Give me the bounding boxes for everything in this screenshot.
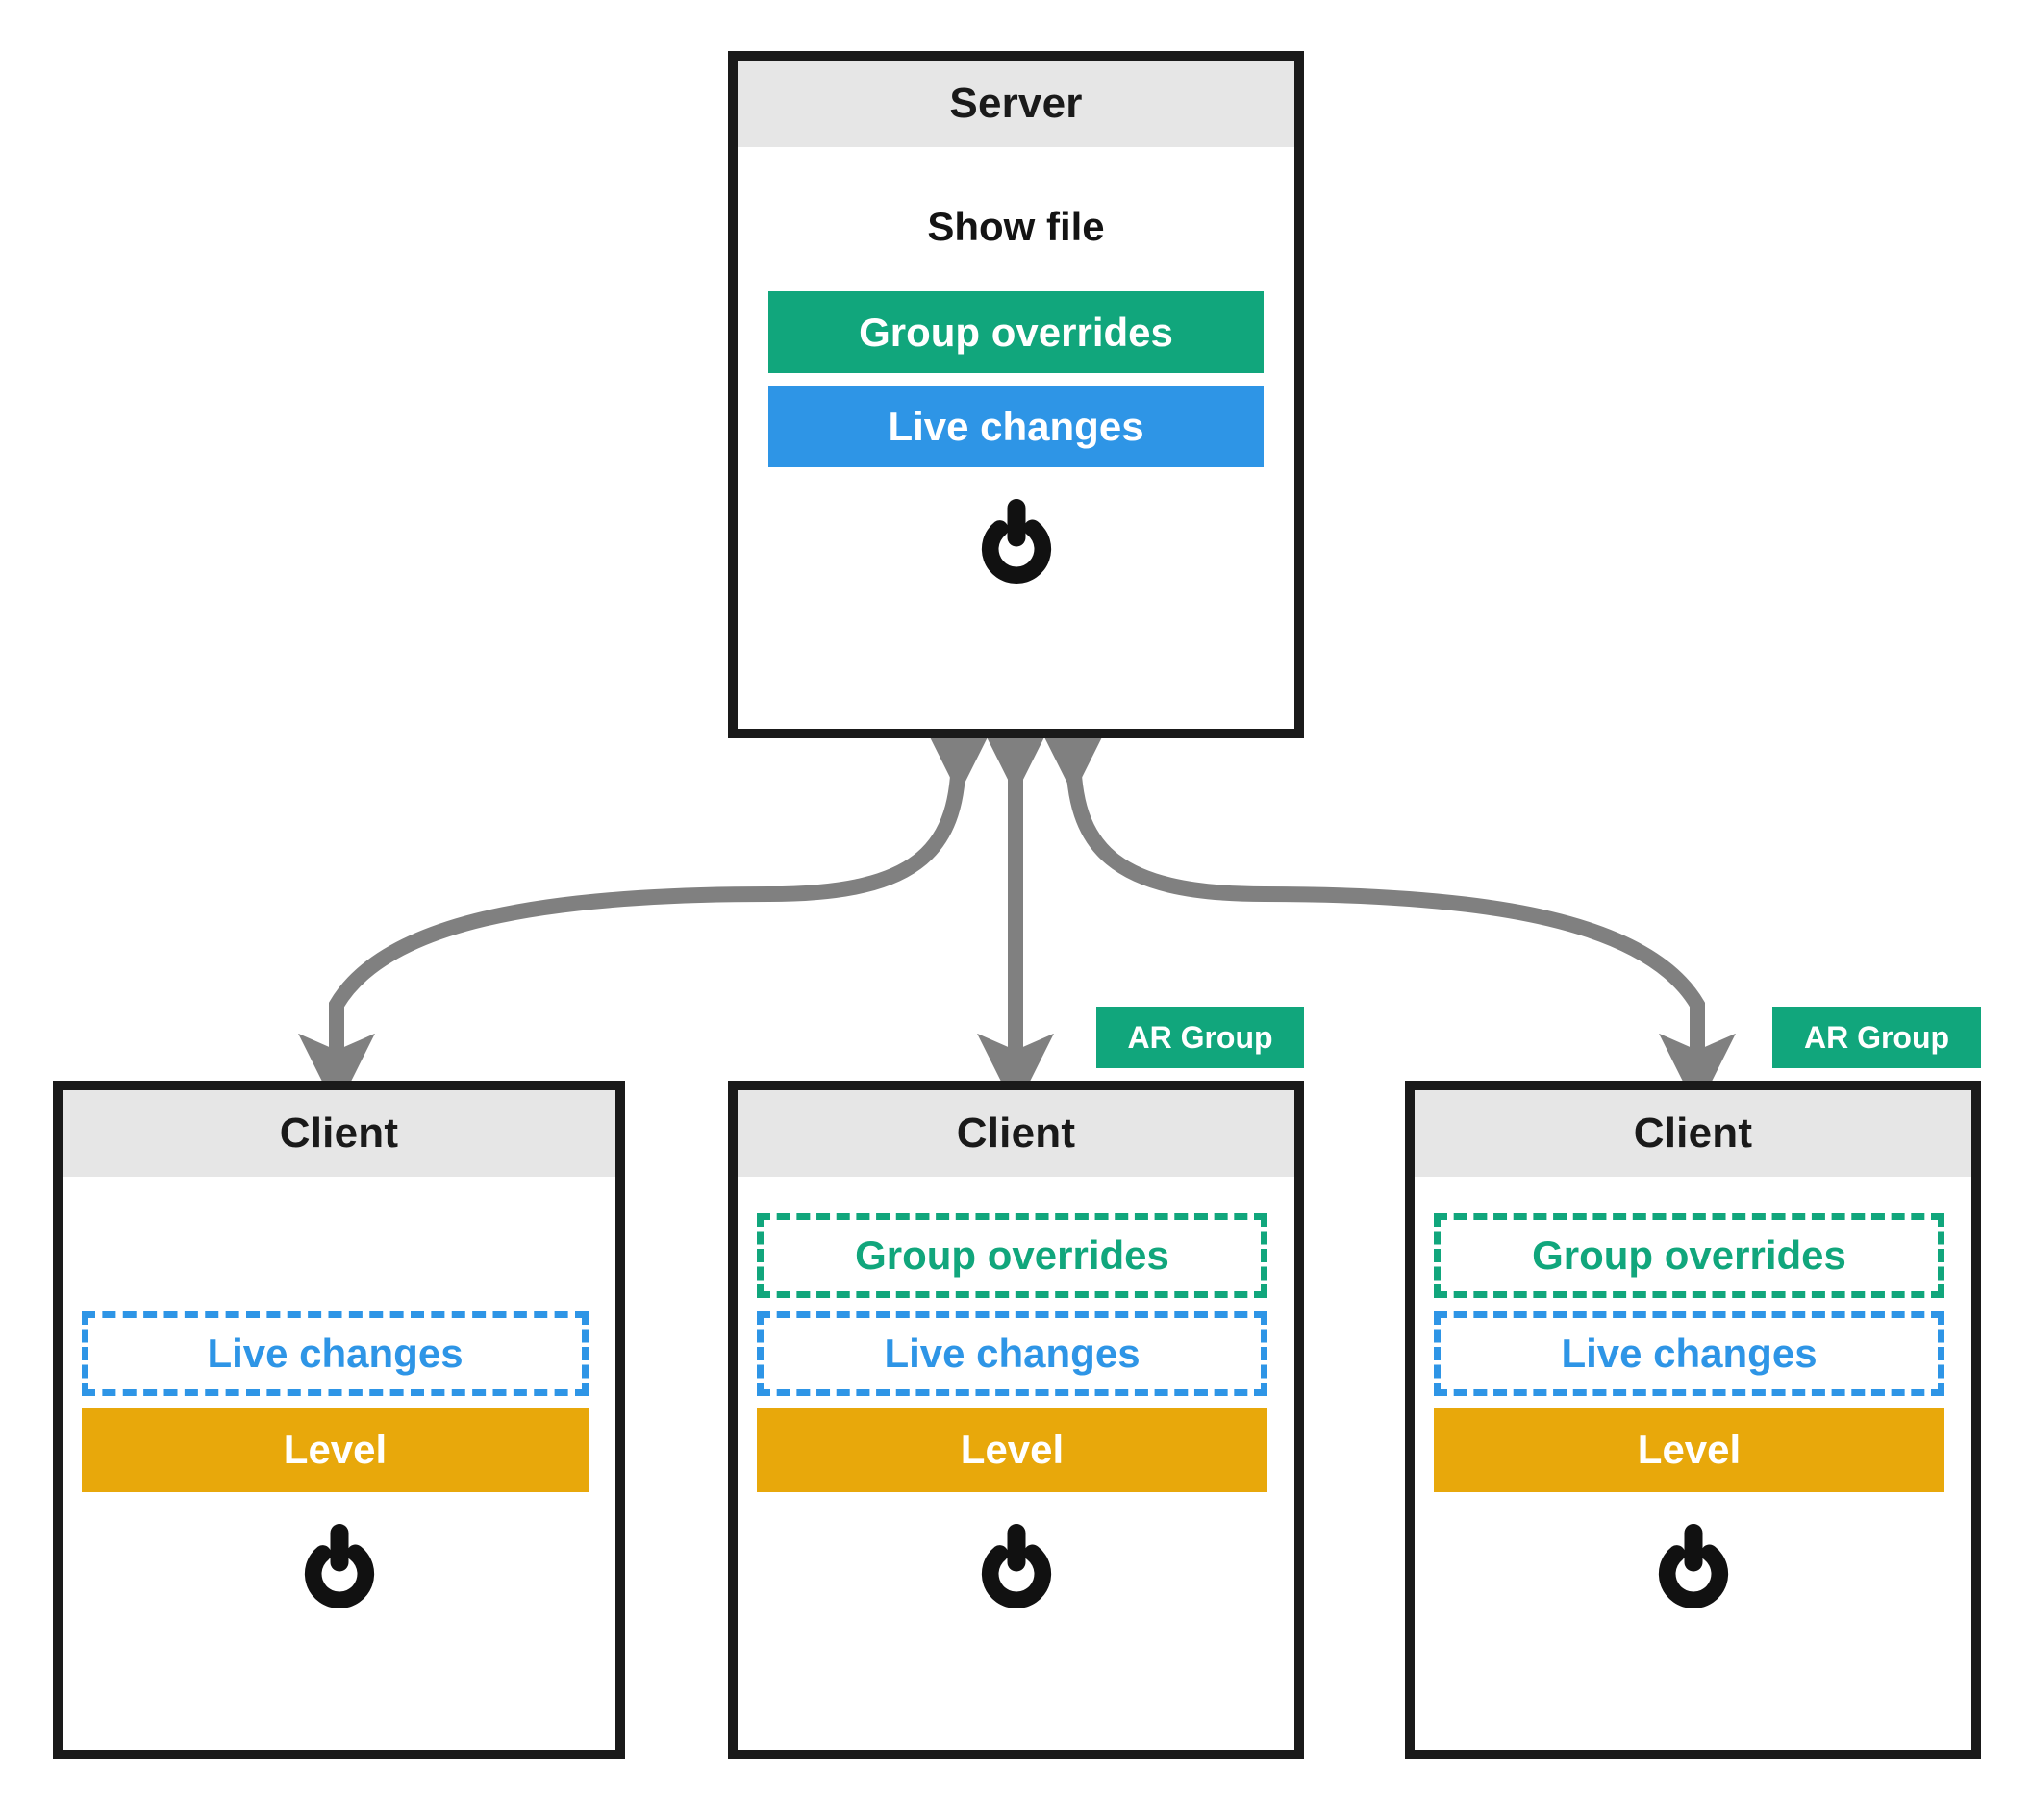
client-2-row-level-label: Level	[960, 1427, 1065, 1472]
server-row-group-overrides-label: Group overrides	[859, 309, 1173, 355]
client-node-3[interactable]: Client Group overrides Live changes Leve…	[1405, 1081, 1981, 1759]
client-3-ar-group-badge: AR Group	[1772, 1007, 1981, 1068]
power-icon	[1658, 1524, 1728, 1609]
connector-server-client-left	[298, 717, 998, 1110]
server-row-show-file[interactable]: Show file	[776, 190, 1256, 262]
client-1-row-live-changes[interactable]: Live changes	[82, 1311, 589, 1396]
server-row-show-file-label: Show file	[927, 203, 1105, 249]
client-2-row-group-overrides[interactable]: Group overrides	[757, 1213, 1267, 1298]
client-3-row-level[interactable]: Level	[1434, 1408, 1944, 1492]
client-2-header: Client	[738, 1090, 1294, 1177]
client-1-row-level[interactable]: Level	[82, 1408, 589, 1492]
power-icon	[981, 499, 1051, 585]
server-title: Server	[949, 80, 1083, 127]
client-3-row-level-label: Level	[1637, 1427, 1742, 1472]
client-node-2[interactable]: Client Group overrides Live changes Leve…	[728, 1081, 1304, 1759]
client-2-ar-group-badge-label: AR Group	[1127, 1019, 1273, 1055]
client-1-row-level-label: Level	[283, 1427, 388, 1472]
client-2-ar-group-badge: AR Group	[1096, 1007, 1304, 1068]
client-3-power-icon-wrap[interactable]	[1415, 1513, 1971, 1619]
power-icon	[981, 1524, 1051, 1609]
client-2-row-level[interactable]: Level	[757, 1408, 1267, 1492]
client-3-header: Client	[1415, 1090, 1971, 1177]
client-1-row-empty	[93, 1213, 585, 1298]
client-2-title: Client	[956, 1109, 1076, 1157]
client-3-title: Client	[1633, 1109, 1753, 1157]
client-3-row-live-changes-label: Live changes	[1561, 1331, 1818, 1376]
client-3-body: Group overrides Live changes Level	[1415, 1177, 1971, 1750]
client-1-header: Client	[63, 1090, 615, 1177]
server-row-live-changes-label: Live changes	[888, 403, 1144, 449]
server-row-live-changes[interactable]: Live changes	[768, 386, 1264, 467]
client-3-ar-group-badge-label: AR Group	[1803, 1019, 1950, 1055]
client-2-power-icon-wrap[interactable]	[738, 1513, 1294, 1619]
client-node-1[interactable]: Client Live changes Level	[53, 1081, 625, 1759]
power-icon	[304, 1524, 374, 1609]
client-2-row-live-changes[interactable]: Live changes	[757, 1311, 1267, 1396]
client-1-body: Live changes Level	[63, 1177, 615, 1750]
client-2-row-group-overrides-label: Group overrides	[855, 1233, 1169, 1278]
client-2-body: Group overrides Live changes Level	[738, 1177, 1294, 1750]
client-3-row-live-changes[interactable]: Live changes	[1434, 1311, 1944, 1396]
server-row-group-overrides[interactable]: Group overrides	[768, 291, 1264, 373]
server-header: Server	[738, 61, 1294, 147]
client-1-power-icon-wrap[interactable]	[63, 1513, 615, 1619]
client-2-row-live-changes-label: Live changes	[884, 1331, 1141, 1376]
server-body: Show file Group overrides Live changes	[738, 147, 1294, 729]
server-node[interactable]: Server Show file Group overrides Live ch…	[728, 51, 1304, 738]
client-1-title: Client	[279, 1109, 399, 1157]
client-3-row-group-overrides-label: Group overrides	[1532, 1233, 1846, 1278]
client-3-row-group-overrides[interactable]: Group overrides	[1434, 1213, 1944, 1298]
server-power-icon-wrap[interactable]	[738, 488, 1294, 594]
client-1-row-live-changes-label: Live changes	[207, 1331, 464, 1376]
